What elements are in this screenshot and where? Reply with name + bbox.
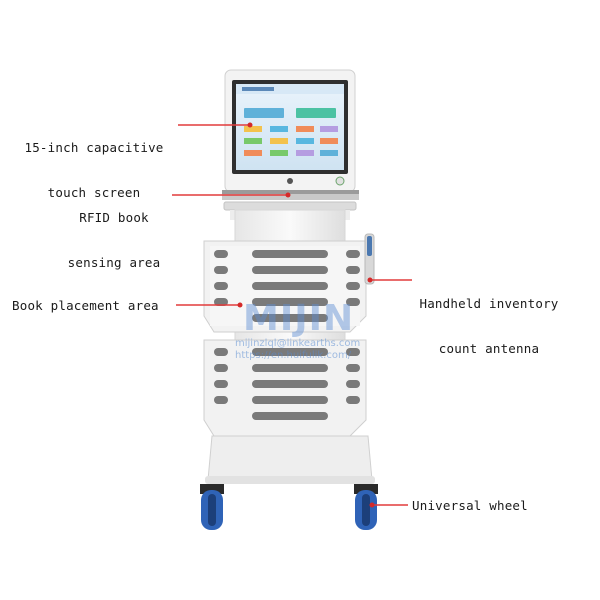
callout-lines: [172, 122, 412, 508]
antenna-label-line1: Handheld inventory: [419, 296, 559, 311]
rfid-label: RFID book sensing area: [58, 180, 170, 300]
touch-screen-unit: [224, 69, 356, 193]
touch-screen-label: 15-inch capacitive touch screen: [14, 110, 174, 230]
lower-book-basket: [203, 339, 367, 437]
rfid-label-line2: sensing area: [67, 255, 161, 270]
watermark-url: https://en.huifulik.com/: [235, 350, 352, 361]
wheel-label: Universal wheel: [412, 498, 528, 513]
book-area-label: Book placement area: [12, 298, 159, 313]
rfid-callout-dot: [285, 192, 291, 198]
antenna-callout-dot: [367, 277, 373, 283]
upper-book-basket: [203, 240, 367, 333]
antenna-label: Handheld inventory count antenna: [414, 266, 564, 386]
touch-screen-callout-dot: [247, 122, 253, 128]
base-plate: [205, 435, 375, 484]
wheel-callout-dot: [369, 502, 375, 508]
antenna-label-line2: count antenna: [438, 341, 540, 356]
rfid-label-line1: RFID book: [79, 210, 149, 225]
handheld-antenna: [364, 233, 375, 285]
touch-screen-label-line2: touch screen: [47, 185, 141, 200]
watermark-brand: MIJIN: [243, 298, 355, 339]
touch-screen-label-line1: 15-inch capacitive: [24, 140, 164, 155]
wheel-left: [200, 484, 224, 530]
watermark-email: mijinzlql@linkearths.com: [235, 338, 361, 349]
book-area-callout-dot: [237, 302, 243, 308]
wheel-right: [354, 484, 378, 530]
